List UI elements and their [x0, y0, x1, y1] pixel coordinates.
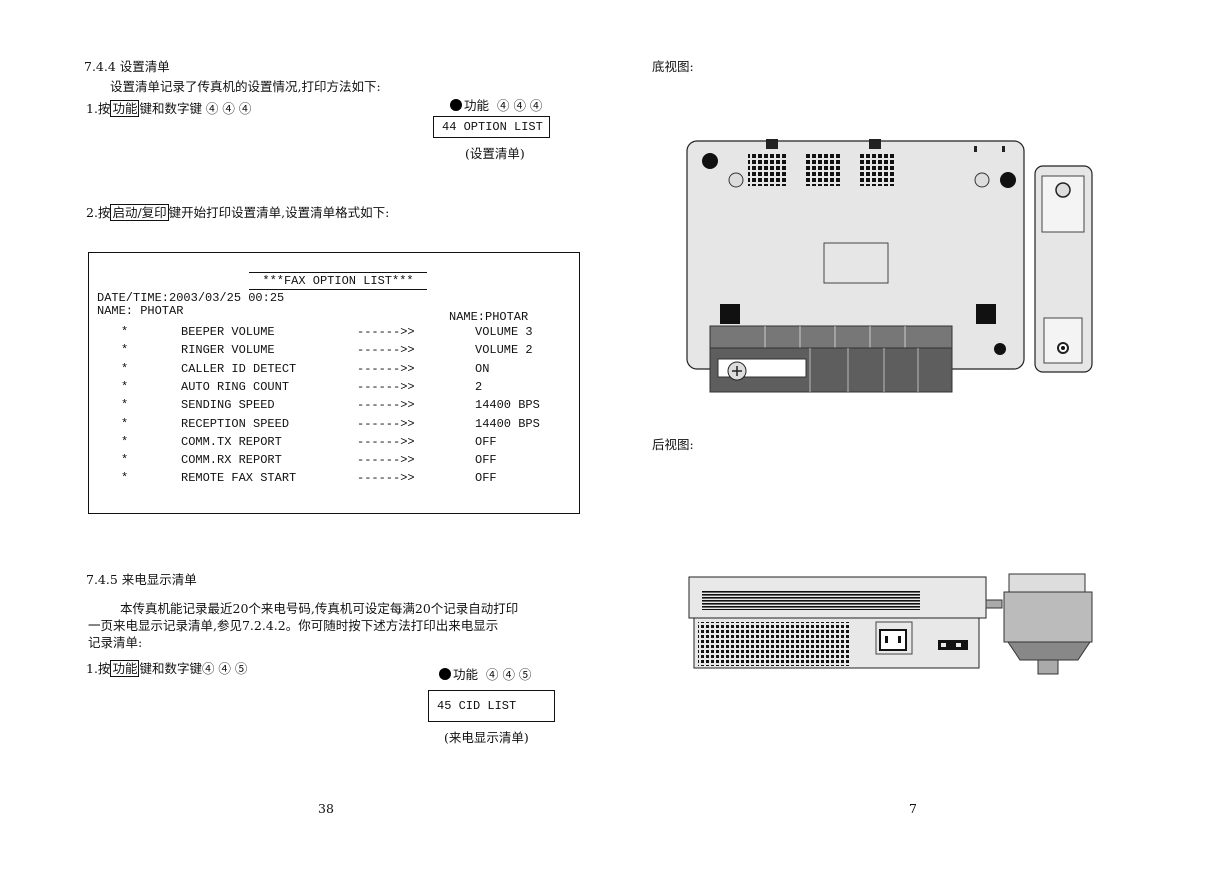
section-paragraph-line-1: 本传真机能记录最近20个来电号码,传真机可设定每满20个记录自动打印 — [120, 601, 519, 616]
lcd-caption-2: (来电显示清单) — [444, 730, 529, 745]
start-copy-key-label: 启动/复印 — [110, 204, 169, 221]
key-sequence-digits: ④ ④ ④ — [496, 98, 543, 113]
rear-view-label: 后视图: — [652, 437, 694, 452]
row-value: OFF — [475, 453, 497, 468]
row-label: CALLER ID DETECT — [181, 361, 297, 376]
row-label: REMOTE FAX START — [181, 471, 297, 486]
sample-row: * COMM.TX REPORT ------>> OFF — [89, 435, 579, 453]
fax-bottom-view-illustration — [686, 139, 1093, 393]
sample-row: * CALLER ID DETECT ------>> ON — [89, 362, 579, 380]
row-value: 14400 BPS — [475, 416, 540, 431]
fax-rear-view-illustration — [688, 573, 1093, 675]
row-bullet: * — [121, 471, 129, 486]
row-value: VOLUME 3 — [475, 325, 533, 339]
row-label: BEEPER VOLUME — [181, 325, 275, 339]
sample-row: * COMM.RX REPORT ------>> OFF — [89, 453, 579, 471]
sample-datetime: DATE/TIME:2003/03/25 00:25 — [97, 291, 285, 305]
lcd-display-cid-list: 45 CID LIST — [428, 690, 555, 722]
section-intro: 设置清单记录了传真机的设置情况,打印方法如下: — [110, 79, 381, 94]
row-arrow: ------>> — [357, 453, 415, 468]
section-heading-7-4-5: 7.4.5 来电显示清单 — [86, 572, 197, 587]
row-arrow: ------>> — [357, 361, 415, 376]
sample-row: * RINGER VOLUME ------>> VOLUME 2 — [89, 343, 579, 361]
row-bullet: * — [121, 379, 129, 394]
lcd-caption-1: (设置清单) — [465, 146, 525, 161]
sample-row: * SENDING SPEED ------>> 14400 BPS — [89, 398, 579, 416]
row-bullet: * — [121, 453, 129, 468]
step-2: 2.按启动/复印键开始打印设置清单,设置清单格式如下: — [86, 202, 389, 221]
step-3-prefix: 1.按 — [86, 661, 111, 676]
row-label: COMM.RX REPORT — [181, 453, 282, 468]
function-key-label-2: 功能 — [110, 660, 140, 677]
key-sequence-1: 功能 ④ ④ ④ — [450, 95, 542, 114]
row-value: 14400 BPS — [475, 398, 540, 413]
row-bullet: * — [121, 434, 129, 449]
row-arrow: ------>> — [357, 379, 415, 394]
step-2-prefix: 2.按 — [86, 205, 111, 220]
sample-row: * AUTO RING COUNT ------>> 2 — [89, 380, 579, 398]
page-number-left: 38 — [318, 801, 334, 816]
sample-title: ***FAX OPTION LIST*** — [249, 272, 427, 290]
row-label: COMM.TX REPORT — [181, 434, 282, 449]
page-number-right: 7 — [909, 801, 917, 816]
section-paragraph-line-3: 记录清单: — [88, 635, 143, 650]
step-2-suffix: 键开始打印设置清单,设置清单格式如下: — [168, 205, 390, 220]
bottom-view-label: 底视图: — [652, 59, 694, 74]
row-arrow: ------>> — [357, 434, 415, 449]
row-bullet: * — [121, 325, 129, 339]
key-sequence-digits: ④ ④ ⑤ — [485, 667, 532, 682]
sample-name-right: NAME:PHOTAR — [449, 310, 529, 324]
sample-name-left: NAME: PHOTAR — [97, 304, 184, 318]
sample-row: * REMOTE FAX START ------>> OFF — [89, 471, 579, 489]
step-3-suffix: 键和数字键④ ④ ⑤ — [139, 661, 248, 676]
key-sequence-2: 功能 ④ ④ ⑤ — [439, 664, 531, 683]
row-arrow: ------>> — [357, 471, 415, 486]
row-value: OFF — [475, 434, 497, 449]
row-value: VOLUME 2 — [475, 343, 533, 358]
bullet-dot-icon — [439, 668, 451, 680]
lcd-display-option-list: 44 OPTION LIST — [433, 116, 550, 138]
row-label: RECEPTION SPEED — [181, 416, 290, 431]
key-sequence-label: 功能 — [453, 667, 479, 682]
row-label: AUTO RING COUNT — [181, 379, 290, 394]
step-1-suffix: 键和数字键 ④ ④ ④ — [139, 101, 252, 116]
row-arrow: ------>> — [357, 325, 415, 339]
row-value: ON — [475, 361, 490, 376]
fax-option-list-sample: ***FAX OPTION LIST*** DATE/TIME:2003/03/… — [88, 252, 580, 514]
step-3: 1.按功能键和数字键④ ④ ⑤ — [86, 658, 247, 677]
bullet-dot-icon — [450, 99, 462, 111]
row-bullet: * — [121, 343, 129, 358]
row-arrow: ------>> — [357, 343, 415, 358]
row-value: OFF — [475, 471, 497, 486]
row-label: RINGER VOLUME — [181, 343, 275, 358]
row-bullet: * — [121, 416, 129, 431]
step-1: 1.按功能键和数字键 ④ ④ ④ — [86, 98, 251, 117]
row-label: SENDING SPEED — [181, 398, 275, 413]
step-1-prefix: 1.按 — [86, 101, 111, 116]
key-sequence-label: 功能 — [464, 98, 490, 113]
row-arrow: ------>> — [357, 398, 415, 413]
row-bullet: * — [121, 398, 129, 413]
sample-row: * BEEPER VOLUME ------>> VOLUME 3 — [89, 325, 579, 343]
function-key-label: 功能 — [110, 100, 140, 117]
section-paragraph-line-2: 一页来电显示记录清单,参见7.2.4.2。你可随时按下述方法打印出来电显示 — [88, 618, 499, 633]
row-arrow: ------>> — [357, 416, 415, 431]
row-bullet: * — [121, 361, 129, 376]
section-heading-7-4-4: 7.4.4 设置清单 — [84, 59, 170, 74]
sample-row: * RECEPTION SPEED ------>> 14400 BPS — [89, 417, 579, 435]
row-value: 2 — [475, 379, 483, 394]
